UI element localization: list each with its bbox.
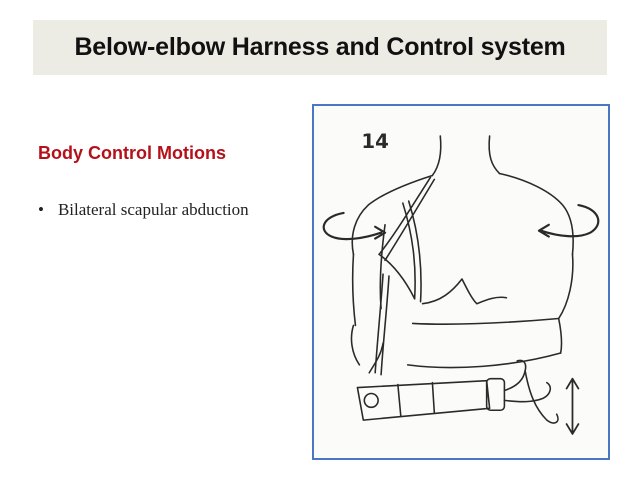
bullet-text: Bilateral scapular abduction <box>57 200 249 219</box>
bullet-marker: • <box>38 200 44 219</box>
rotation-arrow-right <box>537 203 600 238</box>
forearm-socket <box>356 379 491 421</box>
elbow-joint <box>363 392 379 409</box>
harness-illustration: 14 <box>312 104 610 460</box>
vertical-motion-arrow <box>565 377 580 435</box>
figure-number: 14 <box>361 130 388 153</box>
title-bar: Below-elbow Harness and Control system <box>33 20 607 75</box>
bullet-list: • Bilateral scapular abduction <box>38 200 249 220</box>
harness-strap-lower <box>378 253 416 300</box>
slide-title: Below-elbow Harness and Control system <box>74 33 566 61</box>
harness-drawing: 14 <box>322 130 600 435</box>
waist-line <box>411 317 560 325</box>
harness-strap-diagonal <box>402 200 422 303</box>
right-shoulder-outline <box>498 172 574 256</box>
left-shoulder-outline <box>351 174 434 256</box>
chest-outline <box>421 278 508 305</box>
control-cable <box>374 273 390 376</box>
slide-subtitle: Body Control Motions <box>38 143 226 163</box>
forearm-band <box>397 381 436 417</box>
wrist-unit <box>485 377 506 412</box>
right-torso-outline <box>557 253 574 354</box>
rotation-arrow-left <box>322 211 387 241</box>
waist-line-lower <box>406 352 562 369</box>
neck-outline <box>431 135 501 177</box>
elbow-hinge <box>350 324 384 374</box>
hook-finger <box>524 370 559 424</box>
bullet-item: • Bilateral scapular abduction <box>38 200 249 220</box>
